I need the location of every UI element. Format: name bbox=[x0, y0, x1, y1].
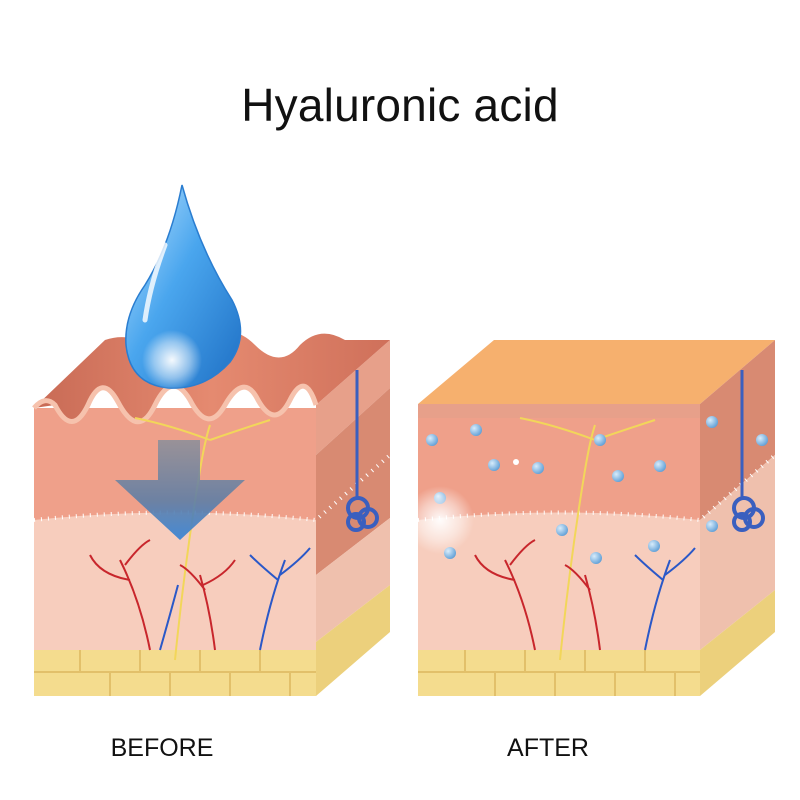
after-epidermis-front bbox=[418, 404, 700, 418]
after-lower-dermis-front bbox=[418, 512, 700, 650]
molecule bbox=[706, 416, 718, 428]
molecule bbox=[470, 424, 482, 436]
after-sweat-gland bbox=[732, 496, 765, 532]
sparkle bbox=[513, 459, 519, 465]
molecule bbox=[654, 460, 666, 472]
before-lower-dermis-side bbox=[316, 518, 390, 642]
molecule bbox=[488, 459, 500, 471]
molecule bbox=[706, 520, 718, 532]
before-fat-cells bbox=[34, 650, 316, 696]
diagram-title: Hyaluronic acid bbox=[241, 79, 559, 131]
absorption-glow bbox=[406, 486, 474, 554]
after-dermis-side bbox=[700, 340, 775, 520]
after-lower-dermis-side bbox=[700, 455, 775, 650]
after-smooth-surface bbox=[418, 340, 775, 404]
after-fat-cells bbox=[418, 650, 700, 696]
after-fat-side bbox=[700, 590, 775, 696]
droplet-highlight bbox=[142, 242, 168, 323]
molecule bbox=[648, 540, 660, 552]
molecule bbox=[426, 434, 438, 446]
molecule bbox=[532, 462, 544, 474]
after-skin-block bbox=[406, 340, 777, 696]
droplet-glow bbox=[142, 330, 202, 390]
before-veins bbox=[159, 547, 311, 651]
before-epidermis-side bbox=[316, 340, 390, 455]
before-lower-dermis-front bbox=[34, 512, 316, 650]
after-veins bbox=[634, 547, 696, 651]
molecule bbox=[590, 552, 602, 564]
after-label: AFTER bbox=[507, 734, 589, 762]
before-arteries bbox=[89, 539, 236, 651]
absorption-arrow bbox=[115, 440, 245, 540]
hyaluronic-molecules bbox=[426, 416, 768, 564]
before-label: BEFORE bbox=[110, 734, 214, 762]
before-skin-block bbox=[32, 184, 392, 696]
molecule bbox=[594, 434, 606, 446]
before-sweat-gland bbox=[346, 496, 379, 532]
molecule bbox=[756, 434, 768, 446]
before-fat-side bbox=[316, 585, 390, 696]
molecule bbox=[612, 470, 624, 482]
molecule bbox=[556, 524, 568, 536]
after-arteries bbox=[474, 539, 601, 651]
